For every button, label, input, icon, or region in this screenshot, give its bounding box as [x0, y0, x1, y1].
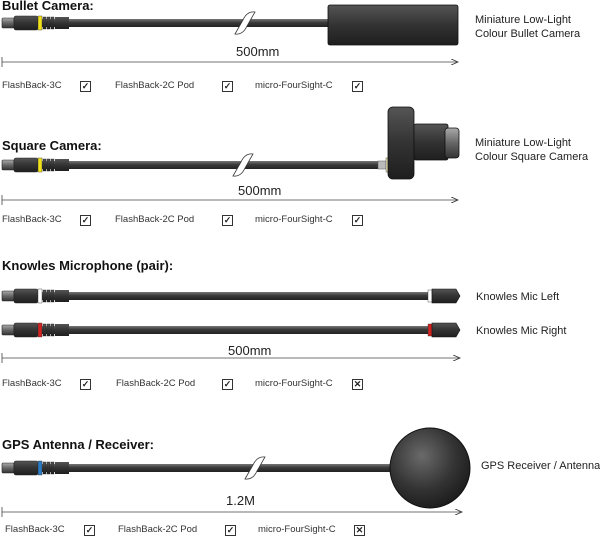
microphone-head: [431, 288, 461, 304]
device-label-line: Colour Bullet Camera: [475, 28, 581, 40]
cable: [34, 326, 440, 334]
length-label: 500mm: [228, 343, 272, 358]
checked-box-icon: ✓: [80, 215, 91, 226]
checked-box-icon: ✓: [222, 81, 233, 92]
mic-color-band: [427, 289, 433, 303]
compat-device-label: FlashBack-3C: [2, 80, 62, 91]
device-label-line: Colour Square Camera: [475, 151, 589, 163]
connector-tip: [1, 324, 15, 336]
strain-relief-rib: [42, 16, 47, 30]
connector-tip: [1, 290, 15, 302]
compat-device-label: FlashBack-2C Pod: [115, 214, 195, 225]
cable: [34, 19, 332, 27]
cable: [34, 161, 380, 169]
strain-relief-rib: [50, 16, 55, 30]
compat-device-label: FlashBack-3C: [5, 524, 65, 535]
cable: [34, 464, 395, 472]
section-title-square-camera: Square Camera:: [2, 138, 102, 153]
cable: [34, 292, 440, 300]
connector-body: [13, 288, 39, 304]
cable-break-icon: [244, 456, 266, 480]
square-camera-lens-housing: [413, 123, 449, 161]
strain-relief: [55, 159, 69, 171]
checked-box-icon: ✓: [225, 525, 236, 536]
compat-device-label: FlashBack-3C: [2, 378, 62, 389]
connector-body: [13, 157, 39, 173]
strain-relief-rib: [50, 461, 55, 475]
compat-device-label: FlashBack-3C: [2, 214, 62, 225]
strain-relief: [55, 290, 69, 302]
strain-relief-rib: [46, 158, 51, 172]
color-band: [37, 322, 43, 338]
gps-antenna-sphere: [389, 427, 471, 509]
cable-break-icon: [234, 11, 256, 35]
compat-device-label: micro-FourSight-C: [255, 378, 333, 389]
device-label-line: Miniature Low-Light: [475, 137, 571, 149]
color-band: [37, 460, 43, 476]
strain-relief-rib: [50, 323, 55, 337]
device-label-line: Miniature Low-Light: [475, 14, 571, 26]
connector-body: [13, 322, 39, 338]
mic-right-label: Knowles Mic Right: [476, 325, 567, 337]
strain-relief-rib: [46, 323, 51, 337]
cable-break-icon: [232, 153, 254, 177]
strain-relief: [55, 17, 69, 29]
mic-color-band: [427, 323, 433, 337]
checked-box-icon: ✓: [352, 215, 363, 226]
strain-relief-rib: [50, 289, 55, 303]
connector-tip: [1, 17, 15, 29]
mic-left-label: Knowles Mic Left: [476, 291, 560, 303]
camera-gland: [377, 160, 387, 170]
device-label-bullet-camera: Miniature Low-Light Colour Bullet Camera: [475, 13, 580, 41]
compat-device-label: micro-FourSight-C: [255, 214, 333, 225]
checked-box-icon: ✓: [80, 379, 91, 390]
strain-relief-rib: [46, 289, 51, 303]
checked-box-icon: ✓: [352, 81, 363, 92]
section-title-knowles-microphone: Knowles Microphone (pair):: [2, 258, 174, 273]
device-label-square-camera: Miniature Low-Light Colour Square Camera: [475, 136, 588, 164]
compat-device-label: micro-FourSight-C: [255, 80, 333, 91]
section-title-bullet-camera: Bullet Camera:: [2, 0, 94, 13]
connector-body: [13, 460, 39, 476]
strain-relief: [55, 462, 69, 474]
microphone-head: [431, 322, 461, 338]
color-band: [37, 15, 43, 31]
compat-device-label: micro-FourSight-C: [258, 524, 336, 535]
length-label: 500mm: [236, 44, 280, 59]
checked-box-icon: ✓: [84, 525, 95, 536]
crossed-box-icon: ✕: [352, 379, 363, 390]
color-band: [37, 157, 43, 173]
strain-relief: [55, 324, 69, 336]
color-band: [37, 288, 43, 304]
checked-box-icon: ✓: [222, 379, 233, 390]
strain-relief-rib: [42, 289, 47, 303]
strain-relief-rib: [42, 158, 47, 172]
strain-relief-rib: [42, 461, 47, 475]
bullet-camera-body: [327, 4, 459, 46]
checked-box-icon: ✓: [222, 215, 233, 226]
compat-device-label: FlashBack-2C Pod: [116, 378, 196, 389]
connector-tip: [1, 159, 15, 171]
compat-device-label: FlashBack-2C Pod: [118, 524, 198, 535]
strain-relief-rib: [42, 323, 47, 337]
compat-device-label: FlashBack-2C Pod: [115, 80, 195, 91]
length-label: 1.2M: [226, 493, 255, 508]
section-title-gps-antenna: GPS Antenna / Receiver:: [2, 437, 154, 452]
length-label: 500mm: [238, 183, 282, 198]
crossed-box-icon: ✕: [354, 525, 365, 536]
device-label-gps: GPS Receiver / Antenna: [481, 460, 600, 472]
connector-body: [13, 15, 39, 31]
checked-box-icon: ✓: [80, 81, 91, 92]
strain-relief-rib: [50, 158, 55, 172]
square-camera-lens: [444, 127, 460, 159]
connector-tip: [1, 462, 15, 474]
strain-relief-rib: [46, 16, 51, 30]
strain-relief-rib: [46, 461, 51, 475]
square-camera-body: [387, 106, 415, 180]
